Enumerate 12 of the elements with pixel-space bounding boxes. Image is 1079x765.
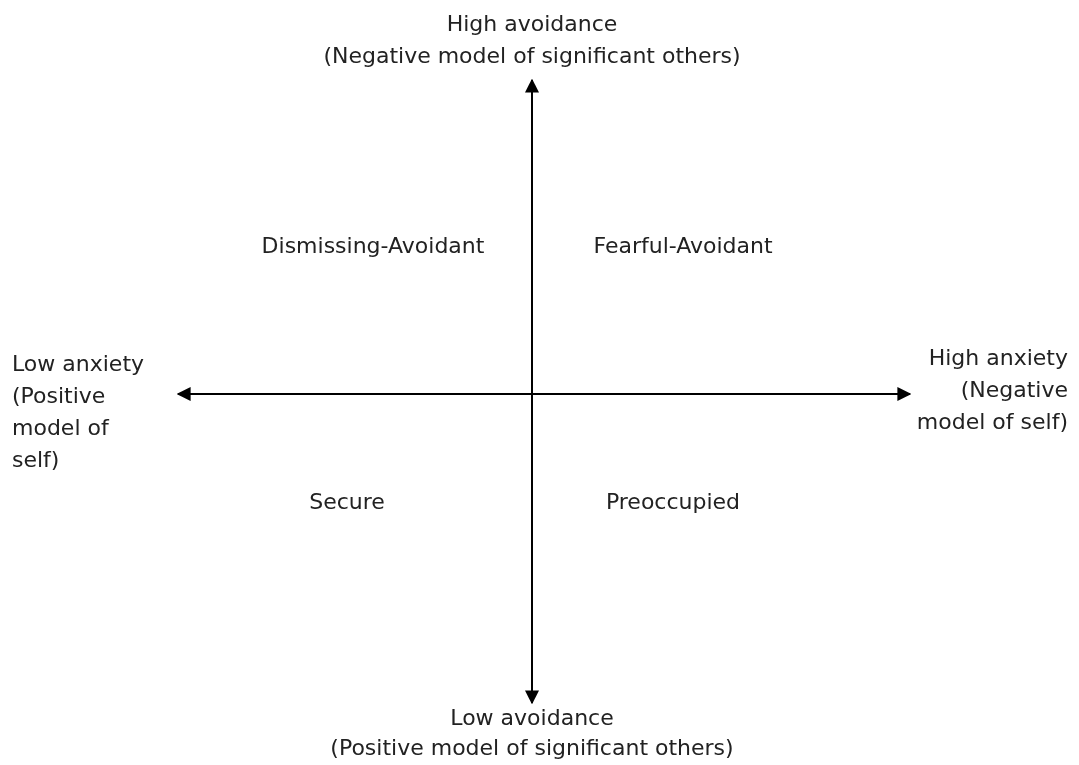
axis-description: (Negative model of self): [915, 376, 1068, 436]
quadrant-label: Preoccupied: [605, 488, 741, 516]
axis-label: Low anxiety: [12, 350, 145, 378]
quadrant-label: Dismissing-Avoidant: [261, 232, 485, 260]
axis-description: (Positive model of self): [12, 382, 111, 474]
axis-label: High anxiety: [928, 344, 1068, 372]
quadrant-label: Fearful-Avoidant: [593, 232, 773, 260]
quadrant-label: Secure: [309, 488, 385, 516]
axis-label: Low avoidance: [450, 704, 614, 732]
axis-description: (Positive model of significant others): [330, 734, 734, 762]
axis-description: (Negative model of significant others): [323, 42, 741, 70]
axis-label: High avoidance: [446, 10, 618, 38]
